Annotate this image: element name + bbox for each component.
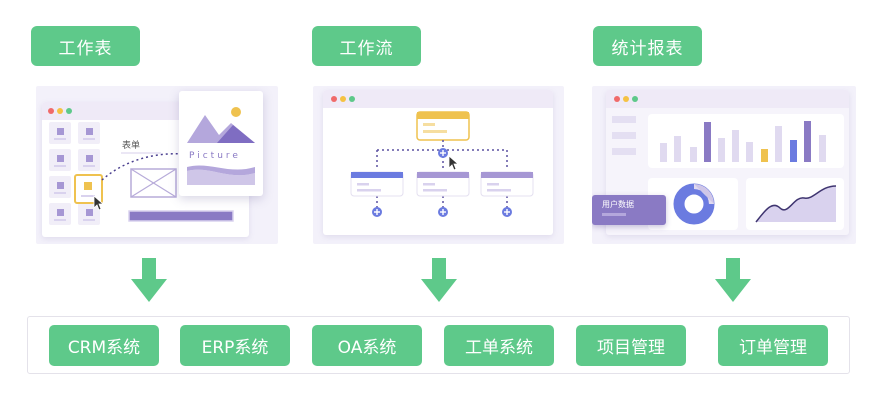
project-management-label: 项目管理 [597,338,665,358]
ticket-system-button[interactable]: 工单系统 [444,325,554,366]
minimize-dot-icon [623,96,629,102]
minimize-dot-icon [57,108,63,114]
down-arrow-icon [715,258,751,302]
erp-system-button[interactable]: ERP系统 [180,325,290,366]
ticket-system-label: 工单系统 [465,338,533,358]
close-dot-icon [48,108,54,114]
tooltip-line [602,213,626,216]
workflow-header: 工作流 [312,26,421,66]
workflow-illustration [350,111,534,217]
user-data-label: 用户数据 [602,200,634,209]
project-management-button[interactable]: 项目管理 [576,325,686,366]
order-management-label: 订单管理 [739,338,807,358]
bar-chart-bars [660,121,826,162]
worksheet-illustration [49,122,234,225]
maximize-dot-icon [66,108,72,114]
close-dot-icon [614,96,620,102]
down-arrow-icon [421,258,457,302]
worksheet-header: 工作表 [31,26,140,66]
workflow-header-label: 工作流 [339,38,394,59]
oa-system-label: OA系统 [337,338,397,358]
erp-system-label: ERP系统 [201,338,269,358]
crm-system-label: CRM系统 [67,338,141,358]
add-node-icons [372,148,512,217]
window-titlebar [606,90,849,108]
picture-illustration [187,107,255,185]
reports-window [606,90,849,235]
form-label: 表单 [122,141,141,151]
reports-header-label: 统计报表 [611,38,684,59]
crm-system-button[interactable]: CRM系统 [49,325,159,366]
user-data-tooltip: 用户数据 [592,195,666,225]
systems-container [27,316,850,374]
picture-card: Picture [179,91,263,196]
down-arrow-icon [131,258,167,302]
minimize-dot-icon [340,96,346,102]
reports-header: 统计报表 [593,26,702,66]
workflow-panel [313,86,564,244]
worksheet-panel: 表单 Picture [36,86,278,244]
maximize-dot-icon [632,96,638,102]
worksheet-header-label: 工作表 [58,38,113,59]
window-titlebar [323,90,553,108]
picture-label: Picture [189,151,241,161]
workflow-window [323,90,553,235]
reports-illustration [612,114,844,230]
order-management-button[interactable]: 订单管理 [718,325,828,366]
reports-panel: 用户数据 [592,86,856,244]
oa-system-button[interactable]: OA系统 [312,325,422,366]
maximize-dot-icon [349,96,355,102]
close-dot-icon [331,96,337,102]
